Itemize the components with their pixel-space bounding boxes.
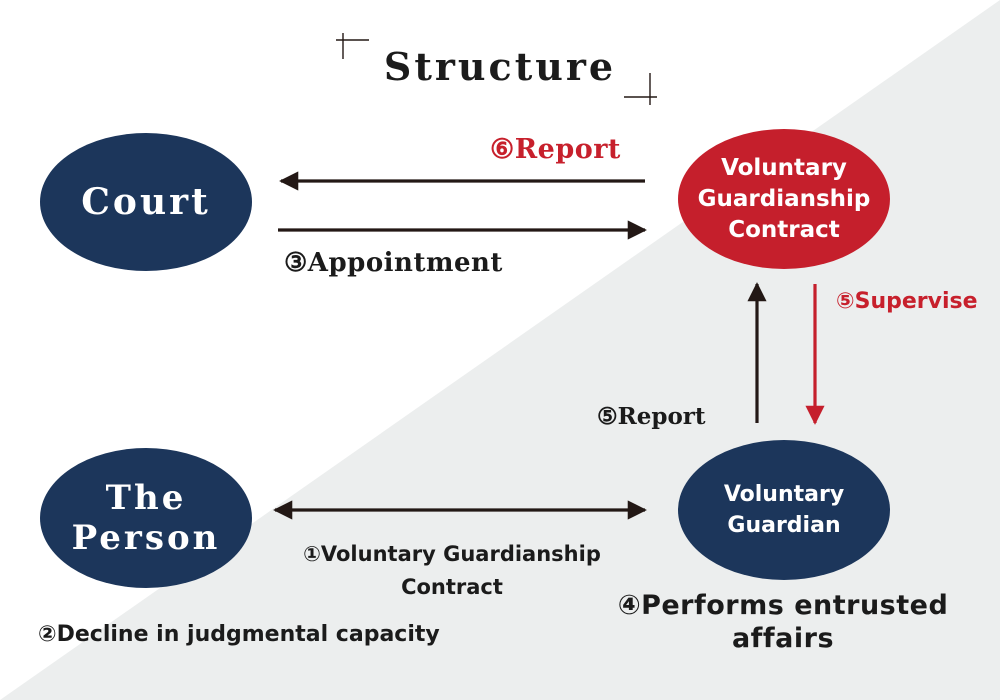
node-contract-line-3: Contract [728,216,840,243]
node-the-person: The Person [40,448,252,588]
node-contract-line-1: Voluntary [721,154,847,181]
label-report-5: ⑤Report [597,403,706,430]
title-bracket-top-left [336,33,369,59]
diagram-title: Structure [383,44,617,89]
label-appointment: ③Appointment [284,248,503,278]
node-person-line-2: Person [71,518,221,558]
label-voluntary-guardianship-contract: ①Voluntary Guardianship Contract [303,542,601,599]
node-person-line-1: The [105,478,187,518]
node-guardian-line-1: Voluntary [723,482,845,507]
node-contract-line-2: Guardianship [697,185,871,212]
label-performs-entrusted-affairs: ④Performs entrusted affairs [617,590,949,654]
title-bracket-bottom-right [624,73,657,105]
node-voluntary-guardianship-contract: Voluntary Guardianship Contract [678,129,890,269]
node-voluntary-guardian: Voluntary Guardian [678,440,890,580]
node-guardian-line-2: Guardian [727,513,841,538]
node-court: Court [40,133,252,271]
label-report-6: ⑥Report [490,134,621,165]
node-court-label: Court [81,181,211,223]
label-decline-in-judgmental-capacity: ②Decline in judgmental capacity [38,622,440,647]
label-supervise: ⑤Supervise [836,289,978,314]
